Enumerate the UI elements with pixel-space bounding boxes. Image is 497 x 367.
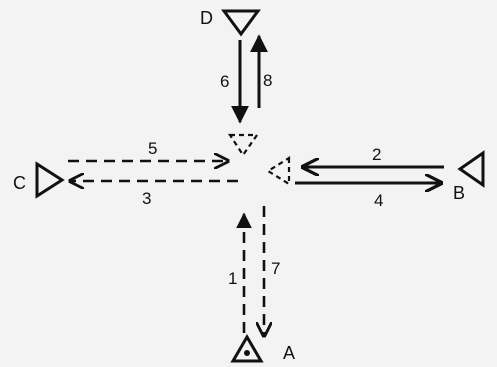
station-d: D <box>200 8 261 37</box>
center-position-right-marker <box>265 156 291 186</box>
move-3: 3 <box>70 181 238 208</box>
station-a: A <box>230 334 295 363</box>
station-c: C <box>13 161 65 199</box>
move-4-label: 4 <box>374 191 383 210</box>
station-b: B <box>453 150 485 203</box>
move-2: 2 <box>303 145 444 167</box>
move-5: 5 <box>68 139 228 161</box>
station-d-triangle-icon <box>221 9 261 37</box>
move-1: 1 <box>228 212 252 333</box>
station-b-label: B <box>453 183 465 203</box>
move-8-label: 8 <box>263 71 272 90</box>
move-3-label: 3 <box>142 189 151 208</box>
move-6: 6 <box>220 40 249 124</box>
center-position-top-marker <box>227 133 260 157</box>
station-a-label: A <box>283 343 295 363</box>
station-b-triangle-icon <box>457 150 485 188</box>
move-6-label: 6 <box>220 72 229 91</box>
station-a-dot-icon <box>244 350 250 356</box>
move-4: 4 <box>295 183 441 210</box>
move-7: 7 <box>264 206 280 336</box>
move-8: 8 <box>250 34 272 108</box>
station-d-label: D <box>200 8 213 28</box>
station-c-label: C <box>13 173 26 193</box>
move-2-label: 2 <box>372 145 381 164</box>
station-c-triangle-icon <box>35 161 65 199</box>
move-7-label: 7 <box>271 259 280 278</box>
station-a-triangle-icon <box>230 334 264 363</box>
move-1-label: 1 <box>228 269 237 288</box>
move-5-label: 5 <box>148 139 157 158</box>
